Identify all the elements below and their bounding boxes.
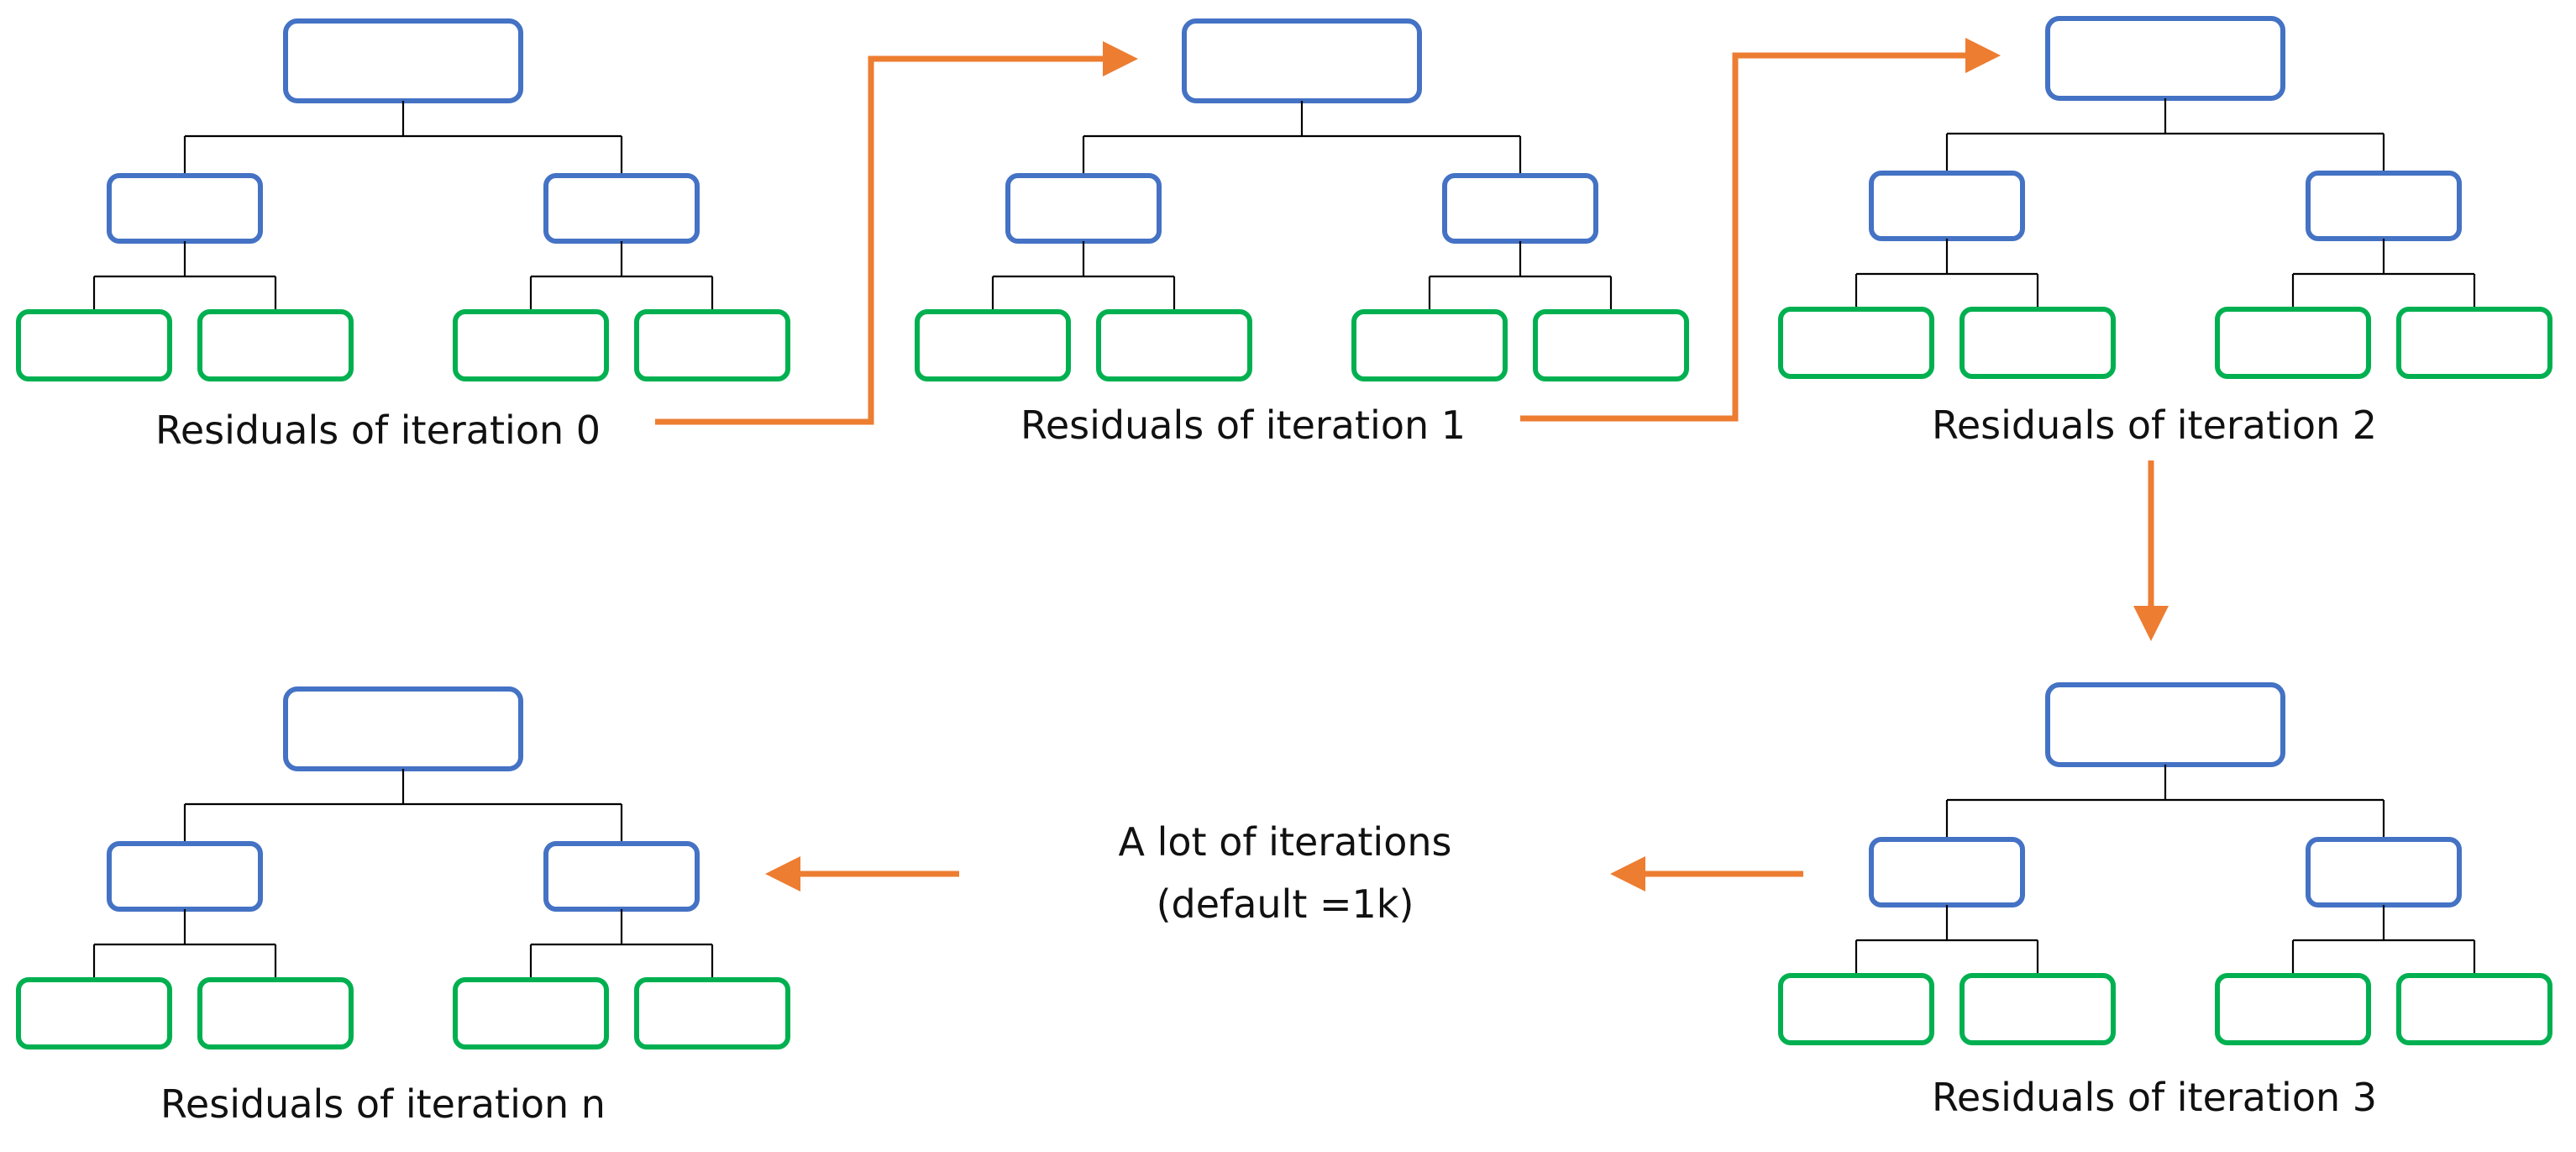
iterations-note-line1: A lot of iterations xyxy=(1119,819,1452,865)
internal-node-right xyxy=(543,173,700,244)
root-node xyxy=(283,18,523,103)
leaf-node-right-a xyxy=(2215,973,2371,1045)
leaf-node-left-b xyxy=(197,977,354,1049)
leaf-node-left-b xyxy=(1960,973,2116,1045)
internal-node-right xyxy=(2306,837,2462,907)
leaf-node-left-b xyxy=(197,309,354,381)
leaf-node-left-a xyxy=(16,977,172,1049)
tree-label-iter-n: Residuals of iteration n xyxy=(160,1081,606,1127)
internal-node-right xyxy=(1442,173,1598,244)
internal-node-left xyxy=(1869,837,2025,907)
leaf-node-right-a xyxy=(2215,307,2371,379)
internal-node-left xyxy=(1005,173,1162,244)
leaf-node-left-a xyxy=(1778,307,1934,379)
internal-node-left xyxy=(107,841,263,912)
internal-node-right xyxy=(2306,171,2462,241)
leaf-node-right-a xyxy=(453,977,609,1049)
leaf-node-right-b xyxy=(634,977,790,1049)
root-node xyxy=(1182,18,1422,103)
leaf-node-left-b xyxy=(1960,307,2116,379)
leaf-node-right-a xyxy=(1351,309,1508,381)
tree-label-iter-1: Residuals of iteration 1 xyxy=(1020,402,1466,448)
iterations-note-line2: (default =1k) xyxy=(1157,881,1414,927)
flow-arrow-0-to-1 xyxy=(655,41,1138,425)
leaf-node-right-b xyxy=(634,309,790,381)
root-node xyxy=(2045,16,2285,101)
tree-label-iter-2: Residuals of iteration 2 xyxy=(1932,402,2377,448)
internal-node-left xyxy=(107,173,263,244)
tree-label-iter-0: Residuals of iteration 0 xyxy=(155,408,601,453)
tree-iter-0: Residuals of iteration 0 xyxy=(16,18,790,453)
leaf-node-right-b xyxy=(1533,309,1689,381)
trees-layer: Residuals of iteration 0 Residuals of ite… xyxy=(16,16,2552,1127)
leaf-node-left-a xyxy=(16,309,172,381)
leaf-node-right-a xyxy=(453,309,609,381)
tree-iter-3: Residuals of iteration 3 xyxy=(1778,682,2552,1120)
tree-label-iter-3: Residuals of iteration 3 xyxy=(1932,1075,2377,1120)
internal-node-left xyxy=(1869,171,2025,241)
iterations-note: A lot of iterations (default =1k) xyxy=(1119,819,1452,927)
root-node xyxy=(283,686,523,771)
tree-iter-2: Residuals of iteration 2 xyxy=(1778,16,2552,448)
flow-arrow-1-to-2 xyxy=(1520,38,2001,422)
leaf-node-right-b xyxy=(2396,307,2552,379)
leaf-node-right-b xyxy=(2396,973,2552,1045)
tree-iter-n: Residuals of iteration n xyxy=(16,686,790,1127)
leaf-node-left-a xyxy=(1778,973,1934,1045)
leaf-node-left-a xyxy=(915,309,1071,381)
internal-node-right xyxy=(543,841,700,912)
leaf-node-left-b xyxy=(1096,309,1252,381)
tree-iter-1: Residuals of iteration 1 xyxy=(915,18,1689,448)
flow-arrows xyxy=(655,38,2169,892)
root-node xyxy=(2045,682,2285,767)
